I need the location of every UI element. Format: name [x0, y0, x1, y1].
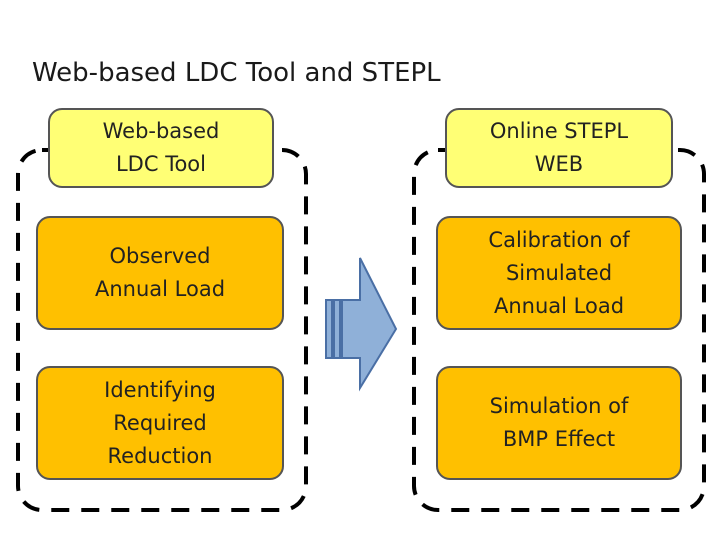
left-step-box-observed-load: Observed Annual Load [36, 216, 284, 330]
arrow-tail-bar [333, 299, 341, 359]
right-step-label: Calibration of Simulated Annual Load [488, 227, 630, 318]
right-step-box-bmp-effect: Simulation of BMP Effect [436, 366, 682, 480]
right-header-label: Online STEPL WEB [489, 119, 629, 176]
left-step-label: Identifying Required Reduction [104, 377, 216, 468]
left-step-label: Observed Annual Load [94, 244, 226, 301]
transition-arrow [325, 257, 398, 392]
right-header-box: Online STEPL WEB [445, 108, 673, 188]
left-header-label: Web-based LDC Tool [102, 119, 220, 176]
right-step-label: Simulation of BMP Effect [489, 394, 629, 451]
arrow-head [341, 257, 398, 392]
right-step-box-calibration: Calibration of Simulated Annual Load [436, 216, 682, 330]
left-header-box: Web-based LDC Tool [48, 108, 274, 188]
slide-title: Web-based LDC Tool and STEPL [32, 58, 441, 88]
left-step-box-required-reduction: Identifying Required Reduction [36, 366, 284, 480]
arrow-tail-bar [325, 299, 333, 359]
